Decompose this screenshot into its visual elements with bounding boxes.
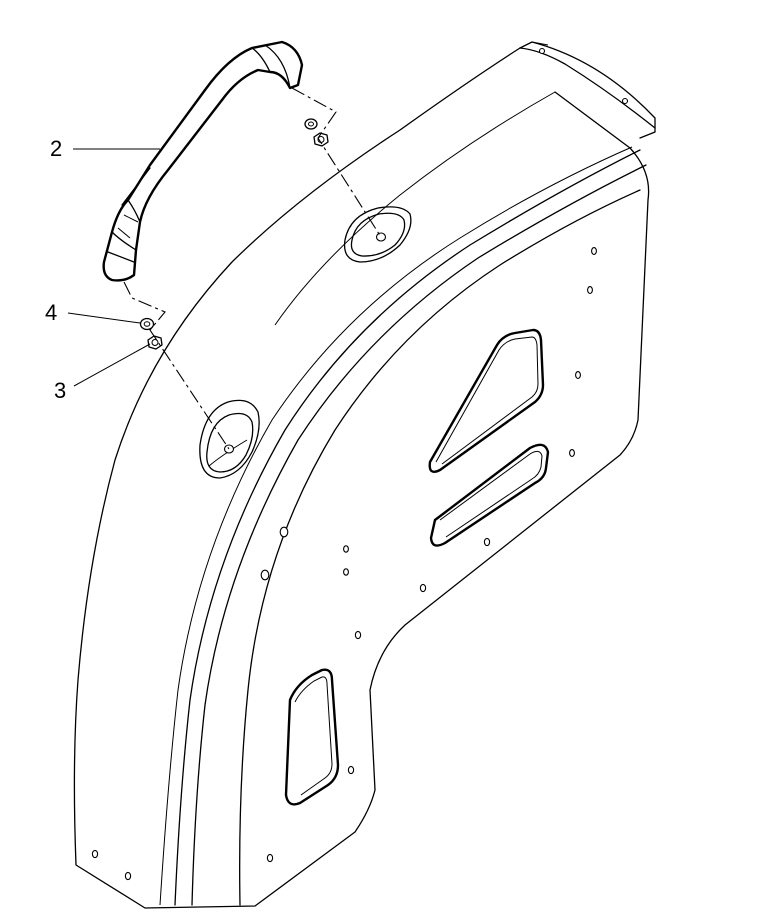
callout-label: 4	[45, 300, 57, 325]
mounting-hole-icon	[591, 247, 597, 255]
leader-line	[67, 312, 141, 324]
mounting-hole-icon	[569, 449, 575, 457]
mounting-hole-icon	[266, 853, 274, 863]
mounting-hole-icon	[124, 871, 132, 881]
callout-4: 4	[45, 300, 141, 325]
rivet-icon	[621, 97, 629, 105]
lower-cutout	[284, 668, 340, 806]
mounting-hole-icon	[343, 568, 349, 576]
mounting-holes	[91, 247, 597, 881]
mounting-hole-icon	[260, 569, 270, 581]
rivet-icon	[538, 47, 546, 55]
callout-2: 2	[50, 136, 160, 161]
mounting-hole-icon	[343, 545, 349, 553]
mounting-hole-icon	[575, 371, 581, 379]
mounting-hole-icon	[279, 526, 289, 538]
callout-label: 3	[54, 378, 66, 403]
bolt-hole-icon	[375, 232, 387, 242]
mounting-hole-icon	[587, 286, 593, 294]
fender-panel	[73, 41, 656, 909]
mounting-hole-icon	[91, 849, 99, 859]
leader-line	[73, 343, 151, 387]
upper-cutout	[428, 328, 545, 473]
lower-handle-boss	[199, 399, 260, 479]
grab-handle	[102, 40, 304, 282]
callout-3: 3	[54, 343, 151, 403]
mounting-hole-icon	[419, 583, 427, 593]
upper-handle-boss	[343, 206, 412, 263]
lower-assembly-centerline	[123, 281, 230, 450]
upper-washer	[304, 118, 318, 130]
callout-label: 2	[50, 136, 62, 161]
lower-washer	[139, 317, 155, 331]
mounting-hole-icon	[347, 765, 355, 775]
upper-nut	[313, 132, 329, 147]
mounting-hole-icon	[354, 630, 362, 640]
middle-cutout	[429, 443, 550, 547]
upper-assembly-centerline	[291, 87, 382, 238]
mounting-hole-icon	[483, 537, 491, 547]
